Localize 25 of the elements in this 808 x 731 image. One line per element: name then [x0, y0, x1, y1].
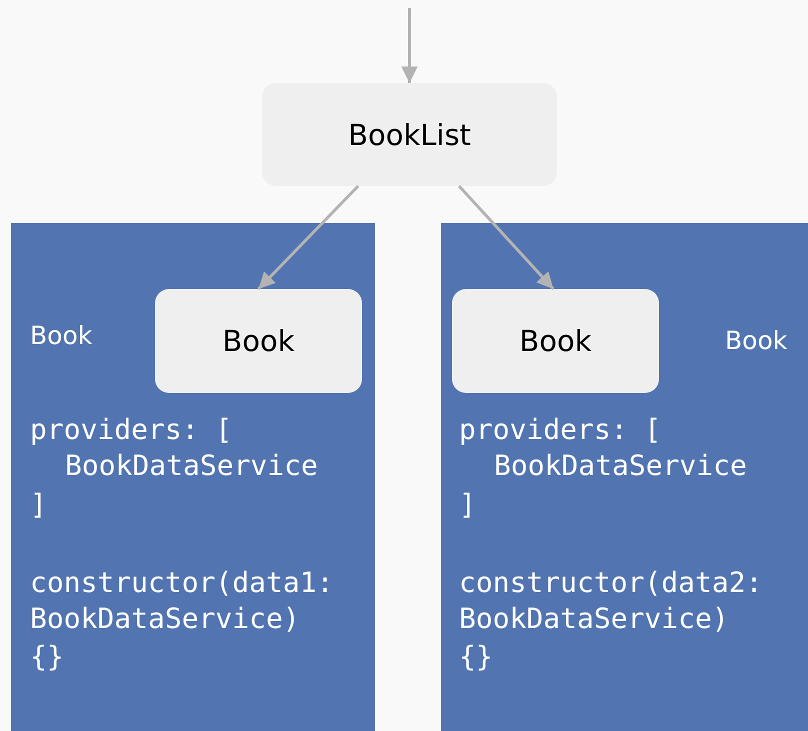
arrow	[458, 184, 555, 290]
code-line: BookDataService)	[459, 602, 729, 635]
code-line: BookDataService)	[30, 602, 300, 635]
code-line: providers: [	[30, 413, 232, 446]
code-line: ]	[459, 488, 476, 521]
code-line: BookDataService	[65, 449, 318, 482]
code-line: constructor(data1:	[30, 566, 334, 599]
arrow	[401, 8, 418, 83]
component-name: Book	[519, 324, 592, 358]
arrow	[257, 184, 360, 290]
code-line: BookDataService	[494, 449, 747, 482]
component-box	[262, 83, 557, 186]
component-label: Book	[725, 326, 788, 355]
code-line: {}	[30, 640, 64, 673]
component-box	[452, 289, 659, 393]
code-line: ]	[30, 488, 47, 521]
component-panel	[11, 223, 375, 731]
component-box	[155, 289, 362, 393]
component-name: Book	[222, 324, 295, 358]
component-panel	[441, 223, 808, 731]
component-name: BookList	[348, 118, 471, 152]
code-line: constructor(data2:	[459, 566, 762, 599]
code-line: providers: [	[459, 413, 662, 446]
component-label: Book	[30, 321, 92, 350]
code-line: {}	[459, 640, 493, 673]
